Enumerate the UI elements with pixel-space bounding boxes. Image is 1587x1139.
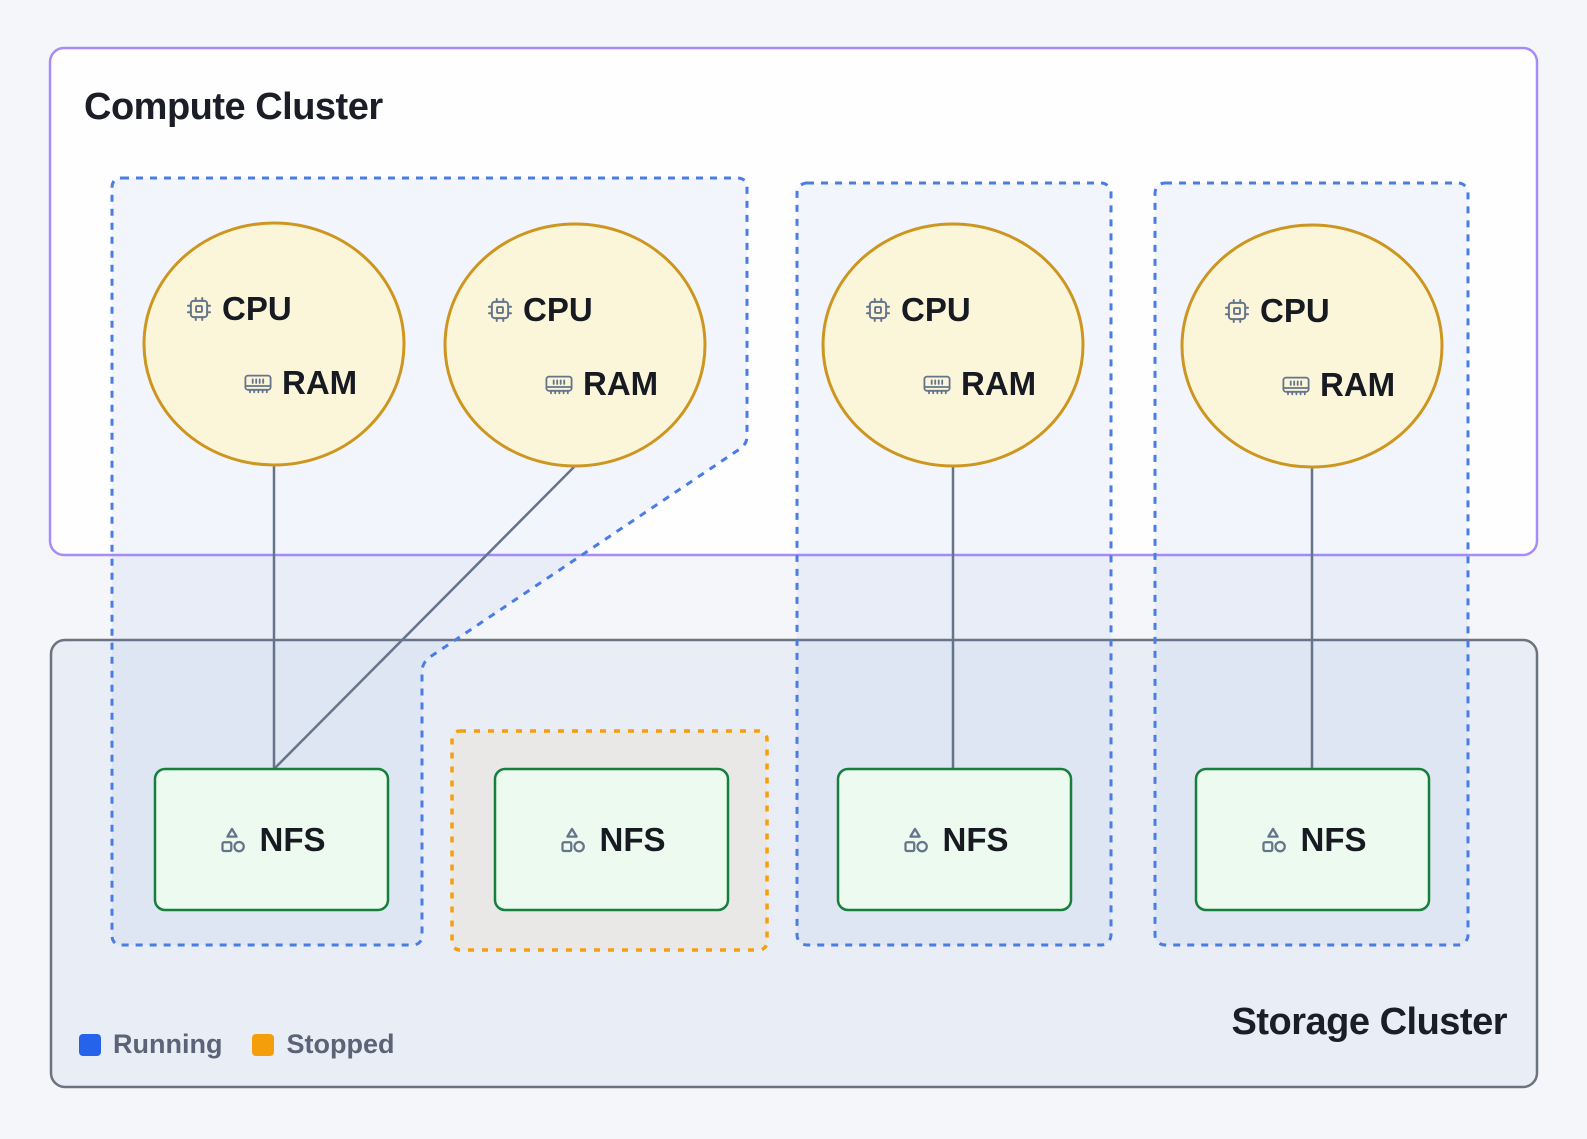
compute-cluster-box bbox=[48, 46, 1539, 557]
shapes-icon bbox=[1261, 827, 1286, 852]
ram-label: RAM bbox=[961, 365, 1037, 402]
nfs-label: NFS bbox=[942, 820, 1009, 858]
compute-cluster-title: Compute Cluster bbox=[84, 86, 383, 128]
running-color-swatch bbox=[79, 1033, 101, 1056]
stopped-label: Stopped bbox=[286, 1029, 395, 1059]
storage-cluster-box bbox=[49, 638, 1539, 1089]
shapes-icon bbox=[220, 827, 245, 852]
compute-node-4: CPU RAM bbox=[1182, 225, 1442, 467]
storage-node-2: NFS bbox=[495, 769, 728, 910]
running-label: Running bbox=[113, 1029, 223, 1059]
ram-row: RAM bbox=[545, 367, 658, 401]
storage-node-2-box bbox=[493, 767, 730, 912]
compute-node-2: CPU RAM bbox=[445, 224, 705, 466]
ram-label: RAM bbox=[1320, 366, 1396, 403]
storage-node-3-box bbox=[836, 767, 1073, 912]
ram-label: RAM bbox=[583, 365, 659, 402]
connector-lines bbox=[272, 465, 1314, 770]
cpu-chip-icon bbox=[186, 296, 212, 322]
storage-node-boxes bbox=[153, 767, 1431, 912]
storage-node-1-box bbox=[153, 767, 390, 912]
compute-node-1: CPU RAM bbox=[144, 223, 404, 465]
memory-stick-icon bbox=[1282, 376, 1310, 395]
status-legend: Running Stopped bbox=[79, 1031, 394, 1058]
compute-node-3: CPU RAM bbox=[823, 224, 1083, 466]
memory-stick-icon bbox=[923, 375, 951, 394]
connector-cpu2-nfs1 bbox=[273, 465, 576, 770]
cpu-label: CPU bbox=[523, 291, 593, 328]
ram-row: RAM bbox=[923, 367, 1036, 401]
legend-item-stopped: Stopped bbox=[252, 1031, 394, 1058]
cpu-label: CPU bbox=[1260, 292, 1330, 329]
nfs-label: NFS bbox=[259, 820, 326, 858]
compute-node-circles bbox=[142, 221, 1444, 469]
storage-node-4: NFS bbox=[1196, 769, 1429, 910]
cpu-row: CPU bbox=[865, 293, 971, 327]
cpu-chip-icon bbox=[1224, 298, 1250, 324]
shapes-icon bbox=[903, 827, 928, 852]
stopped-color-swatch bbox=[252, 1033, 275, 1056]
storage-node-3: NFS bbox=[838, 769, 1071, 910]
memory-stick-icon bbox=[545, 375, 573, 394]
ram-label: RAM bbox=[282, 364, 358, 401]
cpu-label: CPU bbox=[901, 291, 971, 328]
legend-item-running: Running bbox=[79, 1031, 222, 1058]
nfs-label: NFS bbox=[599, 820, 666, 858]
cpu-label: CPU bbox=[222, 290, 292, 327]
storage-cluster-title: Storage Cluster bbox=[1231, 1001, 1508, 1043]
compute-node-4-circle bbox=[1180, 223, 1444, 469]
nfs-label: NFS bbox=[1300, 820, 1367, 858]
storage-node-1: NFS bbox=[155, 769, 388, 910]
cpu-row: CPU bbox=[1224, 294, 1330, 328]
compute-node-1-circle bbox=[142, 221, 406, 467]
cpu-chip-icon bbox=[865, 297, 891, 323]
storage-node-4-box bbox=[1194, 767, 1431, 912]
ram-row: RAM bbox=[244, 366, 357, 400]
ram-row: RAM bbox=[1282, 368, 1395, 402]
compute-node-2-circle bbox=[443, 222, 707, 468]
compute-node-3-circle bbox=[821, 222, 1085, 468]
shapes-icon bbox=[560, 827, 585, 852]
cpu-row: CPU bbox=[487, 293, 593, 327]
memory-stick-icon bbox=[244, 374, 272, 393]
cpu-row: CPU bbox=[186, 292, 292, 326]
cpu-chip-icon bbox=[487, 297, 513, 323]
